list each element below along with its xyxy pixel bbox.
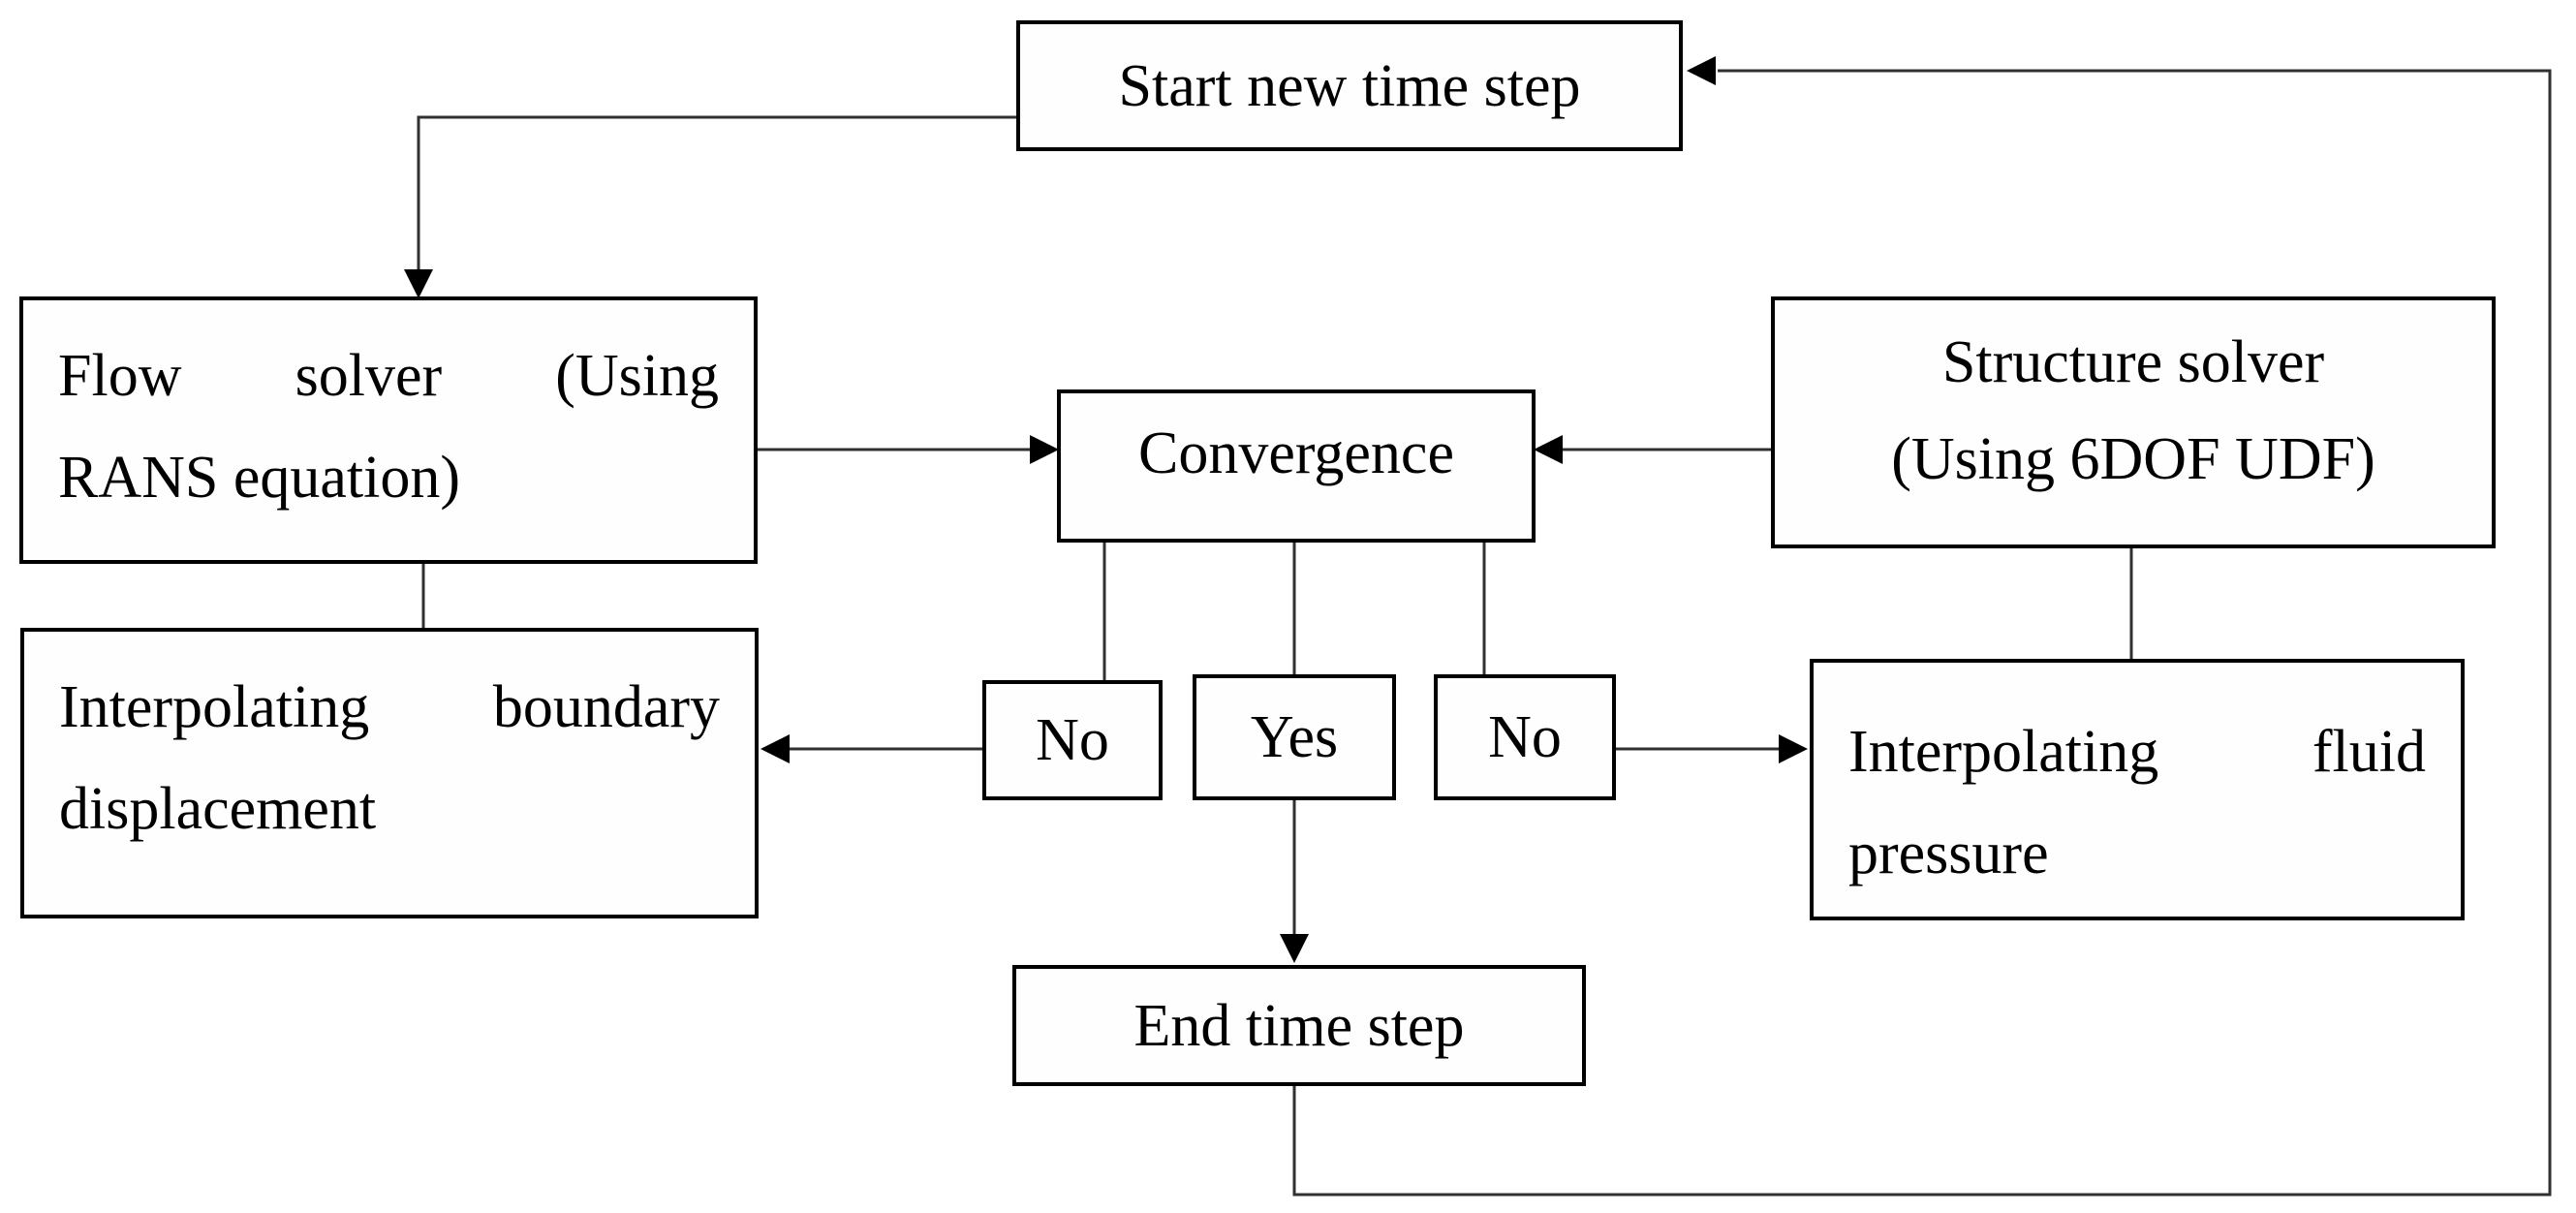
node-no-right-label: No — [1488, 704, 1562, 770]
node-flow-solver: Flow solver (Using RANS equation) — [19, 296, 758, 564]
node-no-left: No — [982, 680, 1163, 800]
node-boundary-line1: Interpolating boundary — [59, 674, 720, 740]
node-convergence-label: Convergence — [1138, 420, 1454, 486]
node-end-time-step: End time step — [1012, 965, 1586, 1086]
node-pressure-line2: pressure — [1848, 821, 2049, 886]
node-interpolating-boundary-displacement: Interpolating boundary displacement — [20, 628, 759, 918]
node-end-label: End time step — [1133, 992, 1465, 1059]
node-yes: Yes — [1193, 674, 1396, 800]
node-pressure-line1: Interpolating fluid — [1848, 719, 2426, 785]
node-boundary-line2: displacement — [59, 776, 377, 842]
node-structure-line1: Structure solver — [1941, 329, 2325, 395]
arrowhead-into-convergence-right — [1534, 435, 1563, 464]
node-structure-solver: Structure solver (Using 6DOF UDF) — [1771, 296, 2496, 548]
edge-end-to-start-loop — [1292, 69, 2552, 1197]
arrowhead-into-end — [1280, 934, 1309, 963]
arrowhead-into-boundary — [760, 734, 790, 763]
edge-start-to-flow — [417, 115, 1016, 271]
node-yes-label: Yes — [1250, 704, 1339, 770]
node-no-left-label: No — [1036, 707, 1109, 773]
node-flow-line2: RANS equation) — [58, 445, 461, 511]
arrowhead-into-convergence-left — [1030, 435, 1059, 464]
node-no-right: No — [1434, 674, 1616, 800]
arrowhead-into-start — [1687, 56, 1716, 85]
node-start-new-time-step: Start new time step — [1016, 20, 1683, 151]
node-flow-line1: Flow solver (Using — [58, 343, 719, 409]
node-interpolating-fluid-pressure: Interpolating fluid pressure — [1810, 659, 2465, 920]
node-structure-line2: (Using 6DOF UDF) — [1891, 426, 2375, 492]
arrowhead-into-flow — [404, 269, 433, 298]
arrowhead-into-pressure — [1779, 734, 1808, 763]
node-start-label: Start new time step — [1118, 52, 1581, 119]
node-convergence: Convergence — [1057, 389, 1536, 543]
